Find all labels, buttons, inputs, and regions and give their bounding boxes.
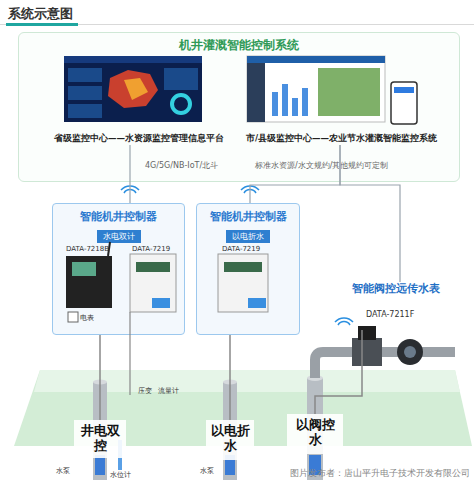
wifi-icon (335, 318, 353, 325)
node-title: 智能机井控制器 (197, 209, 299, 224)
well-top (93, 380, 107, 385)
meter-dial (404, 346, 416, 358)
part-label: 4G/5G/NB-IoT/北斗 (145, 160, 218, 171)
part-label: 标准水资源/水文规约/其他规约可定制 (255, 160, 388, 171)
connector-line (99, 335, 101, 420)
valve-meter: 智能阀控远传水表 DATA-7211F (352, 282, 468, 330)
watermark: 图片发布者：唐山平升电子技术开发有限公司 (290, 467, 470, 480)
wifi-icon (121, 186, 139, 193)
controller-box: 智能机井控制器水电双计 (52, 203, 185, 335)
node-subtitle: 水电双计 (97, 230, 141, 243)
part-label: 电表 (80, 313, 94, 323)
valve-actuator (358, 326, 376, 340)
part-label: 水泵 (200, 466, 214, 476)
header-accent (6, 23, 78, 26)
monitor-center: 市/县级监控中心——农业节水灌溉智能监控系统 (234, 53, 449, 145)
node-title: 省级监控中心——水资源监控管理信息平台 (49, 133, 229, 145)
monitor-center: 省级监控中心——水资源监控管理信息平台 (49, 53, 229, 145)
connector-line (229, 335, 231, 420)
controller-box: 智能机井控制器以电折水 (196, 203, 300, 335)
ground-surface (34, 370, 460, 392)
part-label: 流量计 (158, 386, 179, 396)
valve-body (352, 338, 382, 366)
node-subtitle: 以电折水 (226, 230, 270, 243)
connector-line (315, 330, 362, 414)
node-title: 以阀控水 (295, 417, 335, 447)
wifi-icon (241, 186, 259, 193)
well-top (223, 380, 237, 385)
part-label: 水位计 (110, 470, 131, 480)
pipe (315, 352, 455, 378)
part-label: DATA-7218B (66, 245, 109, 253)
water-meter (397, 339, 423, 365)
well-label: 以电折水 (206, 420, 254, 460)
well-top (307, 375, 323, 381)
system-panel: 机井灌溉智能控制系统省级监控中心——水资源监控管理信息平台市/县级监控中心——农… (18, 32, 460, 182)
pump-symbol (95, 455, 105, 475)
node-subtitle: DATA-7211F (352, 310, 468, 319)
node-title: 智能机井控制器 (53, 209, 184, 224)
node-title: 机井灌溉智能控制系统 (19, 37, 459, 54)
diagram-title: 系统示意图 (8, 5, 73, 23)
part-label: 水泵 (56, 466, 70, 476)
part-label: 压变 (138, 386, 152, 396)
well-label: 以阀控水 (287, 414, 343, 454)
header-rule (0, 24, 474, 25)
part-label: DATA-7219 (132, 245, 170, 253)
part-label: DATA-7219 (222, 245, 260, 253)
well-label: 井电双控 (74, 420, 126, 458)
node-title: 市/县级监控中心——农业节水灌溉智能监控系统 (234, 133, 449, 145)
node-title: 智能阀控远传水表 (352, 282, 468, 296)
node-title: 以电折水 (210, 423, 250, 453)
node-title: 井电双控 (80, 423, 120, 453)
